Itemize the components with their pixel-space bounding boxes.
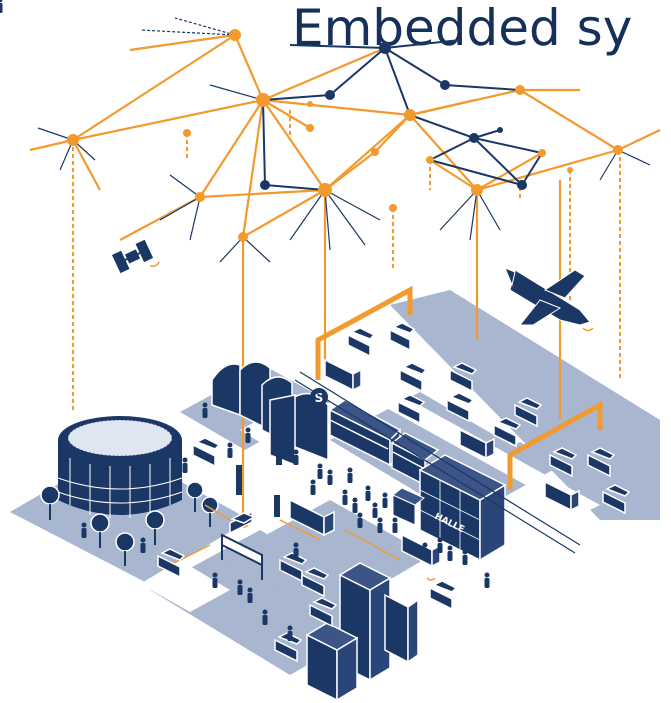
network-spokes — [37, 17, 651, 263]
svg-text:S: S — [315, 391, 324, 405]
station-hall — [211, 361, 329, 467]
network-navy-edges — [262, 39, 543, 191]
network-orange-edges — [29, 33, 661, 241]
stadium-icon — [57, 416, 183, 518]
satellite-icon — [112, 239, 160, 274]
truck-icon — [289, 358, 580, 568]
halle-building — [418, 454, 507, 562]
car-icon — [157, 322, 631, 663]
rail-tracks — [294, 371, 581, 554]
airplane-icon — [504, 267, 594, 332]
network-node-icon — [260, 42, 527, 190]
bus-stop — [221, 533, 263, 580]
train-icon — [328, 399, 440, 487]
people-crowd — [81, 402, 490, 641]
network-node-icon — [67, 29, 623, 242]
person-icon — [0, 0, 3, 13]
gate-icon — [315, 285, 603, 490]
kiosk — [392, 487, 425, 526]
tree-icon — [40, 481, 219, 566]
sign-posts — [236, 440, 282, 517]
tower-building-icon — [305, 562, 419, 702]
